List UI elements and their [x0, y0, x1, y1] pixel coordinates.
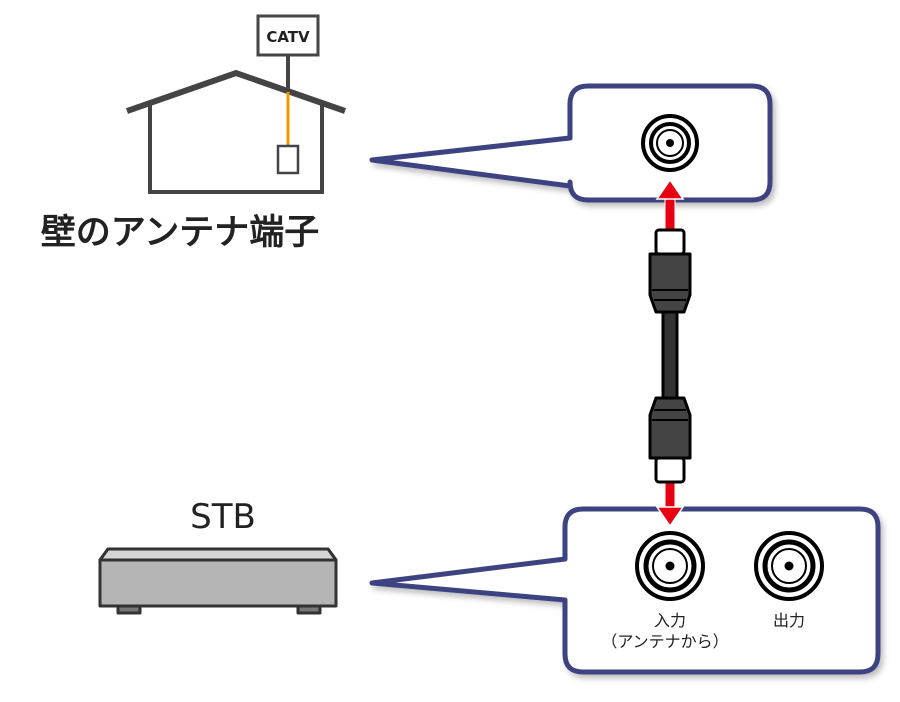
input-port-label: 入力: [654, 611, 686, 630]
stb-input-socket-icon: [635, 531, 705, 601]
house-illustration: CATV: [126, 14, 346, 194]
arrow-up-icon: [655, 178, 685, 235]
stb-ports-callout: [369, 506, 881, 675]
wall-coax-socket-icon: [641, 114, 699, 172]
output-port-label: 出力: [773, 611, 805, 630]
wall-outlet-icon: [276, 144, 300, 175]
stb-label: STB: [190, 497, 256, 537]
wall-terminal-callout: [369, 83, 773, 203]
stb-output-socket-icon: [754, 531, 824, 601]
input-port-sublabel: （アンテナから）: [601, 632, 728, 651]
catv-label: CATV: [266, 28, 310, 46]
catv-antenna-box: [256, 14, 320, 57]
coaxial-cable-icon: [648, 228, 692, 484]
wall-antenna-terminal-label: 壁のアンテナ端子: [41, 213, 320, 253]
stb-device-illustration: [98, 547, 338, 615]
